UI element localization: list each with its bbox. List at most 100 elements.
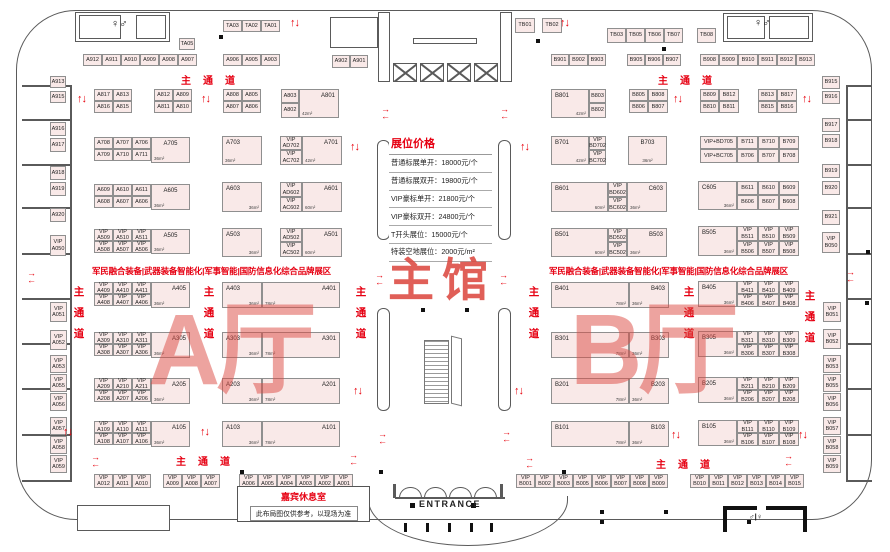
- booth-b921[interactable]: B921: [822, 210, 840, 225]
- booth-vip-a408[interactable]: VIP A408: [94, 294, 113, 306]
- booth-vip-bd502[interactable]: VIP BD502: [608, 228, 627, 242]
- booth-vip-a411[interactable]: VIP A411: [132, 282, 151, 294]
- booth-a810[interactable]: A810: [173, 101, 192, 113]
- booth-vip-b308[interactable]: VIP B308: [779, 344, 799, 357]
- booth-vip-b059[interactable]: VIP B059: [823, 455, 841, 473]
- booth-a918[interactable]: A918: [50, 166, 66, 180]
- booth-a917[interactable]: A917: [50, 138, 66, 152]
- booth-vip-a307[interactable]: VIP A307: [113, 344, 132, 356]
- booth-b816[interactable]: B816: [777, 101, 797, 113]
- booth-vip-b005[interactable]: VIP B005: [573, 474, 592, 488]
- booth-vip-b511[interactable]: VIP B511: [737, 226, 758, 241]
- booth-vip-b307[interactable]: VIP B307: [758, 344, 779, 357]
- booth-vip-b207[interactable]: VIP B207: [758, 390, 779, 403]
- booth-vip-b311[interactable]: VIP B311: [737, 331, 758, 344]
- booth-a910[interactable]: A910: [121, 54, 140, 66]
- booth-a608[interactable]: A608: [94, 196, 113, 208]
- booth-b917[interactable]: B917: [822, 118, 840, 132]
- booth-b812[interactable]: B812: [719, 89, 739, 101]
- booth-b910[interactable]: B910: [738, 54, 758, 66]
- booth-vip-b015[interactable]: VIP B015: [785, 474, 804, 488]
- booth-b817[interactable]: B817: [777, 89, 797, 101]
- booth-tb06[interactable]: TB06: [645, 28, 664, 43]
- booth-tb07[interactable]: TB07: [664, 28, 683, 43]
- booth-vip-a210[interactable]: VIP A210: [113, 378, 132, 390]
- booth-b610[interactable]: B610: [758, 181, 779, 195]
- booth-a909[interactable]: A909: [140, 54, 159, 66]
- booth-vip-b410[interactable]: VIP B410: [758, 281, 779, 294]
- booth-a915[interactable]: A915: [50, 91, 66, 103]
- booth-vip-a211[interactable]: VIP A211: [132, 378, 151, 390]
- booth-vip-a057[interactable]: VIP A057: [50, 417, 67, 435]
- booth-vip-a012[interactable]: VIP A012: [94, 474, 113, 488]
- booth-vip-b057[interactable]: VIP B057: [823, 417, 841, 435]
- booth-b711[interactable]: B711: [737, 136, 758, 149]
- booth-vip-ad602[interactable]: VIP AD602: [280, 182, 302, 197]
- booth-a811[interactable]: A811: [154, 101, 173, 113]
- booth-tb05[interactable]: TB05: [626, 28, 645, 43]
- booth-ta05[interactable]: TA05: [179, 38, 195, 50]
- booth-vip-a508[interactable]: VIP A508: [94, 241, 113, 253]
- booth-b606[interactable]: B606: [737, 195, 758, 210]
- booth-vip-b010[interactable]: VIP B010: [690, 474, 709, 488]
- booth-vip-a002[interactable]: VIP A002: [315, 474, 334, 488]
- booth-vip-a055[interactable]: VIP A055: [50, 374, 67, 392]
- booth-vip-b110[interactable]: VIP B110: [758, 420, 779, 433]
- booth-vip-a206[interactable]: VIP A206: [132, 390, 151, 402]
- booth-vip-b306[interactable]: VIP B306: [737, 344, 758, 357]
- booth-vip-b507[interactable]: VIP B507: [758, 241, 779, 256]
- booth-vip-a050[interactable]: VIP A050: [50, 235, 66, 256]
- booth-a913[interactable]: A913: [50, 76, 66, 88]
- booth-vip-a052[interactable]: VIP A052: [50, 330, 67, 350]
- booth-vip-bd702[interactable]: VIP BD702: [589, 136, 606, 150]
- booth-vip+bd705[interactable]: VIP+BD705: [700, 136, 737, 149]
- booth-a916[interactable]: A916: [50, 122, 66, 136]
- booth-b909[interactable]: B909: [719, 54, 738, 66]
- booth-vip-b508[interactable]: VIP B508: [779, 241, 799, 256]
- booth-a802[interactable]: A802: [281, 103, 299, 118]
- booth-a805[interactable]: A805: [242, 89, 261, 101]
- booth-vip-a509[interactable]: VIP A509: [94, 229, 113, 241]
- booth-vip-b008[interactable]: VIP B008: [630, 474, 649, 488]
- booth-a901[interactable]: A901: [350, 55, 368, 68]
- booth-vip-a510[interactable]: VIP A510: [113, 229, 132, 241]
- booth-vip-a059[interactable]: VIP A059: [50, 455, 67, 473]
- booth-vip-b509[interactable]: VIP B509: [779, 226, 799, 241]
- booth-vip-b510[interactable]: VIP B510: [758, 226, 779, 241]
- booth-b911[interactable]: B911: [758, 54, 777, 66]
- booth-vip+bc705[interactable]: VIP+BC705: [700, 149, 737, 163]
- booth-a709[interactable]: A709: [94, 149, 113, 161]
- booth-vip-b210[interactable]: VIP B210: [758, 377, 779, 390]
- booth-b708[interactable]: B708: [779, 149, 799, 163]
- booth-vip-b011[interactable]: VIP B011: [709, 474, 728, 488]
- booth-vip-a111[interactable]: VIP A111: [132, 421, 151, 433]
- booth-vip-b208[interactable]: VIP B208: [779, 390, 799, 403]
- booth-a903[interactable]: A903: [261, 54, 280, 66]
- booth-a806[interactable]: A806: [242, 101, 261, 113]
- booth-vip-a106[interactable]: VIP A106: [132, 433, 151, 445]
- booth-b611[interactable]: B611: [737, 181, 758, 195]
- booth-b906[interactable]: B906: [645, 54, 663, 66]
- booth-vip-a011[interactable]: VIP A011: [113, 474, 132, 488]
- booth-vip-b108[interactable]: VIP B108: [779, 433, 799, 446]
- booth-a611[interactable]: A611: [132, 184, 151, 196]
- booth-vip-b206[interactable]: VIP B206: [737, 390, 758, 403]
- booth-vip-a511[interactable]: VIP A511: [132, 229, 151, 241]
